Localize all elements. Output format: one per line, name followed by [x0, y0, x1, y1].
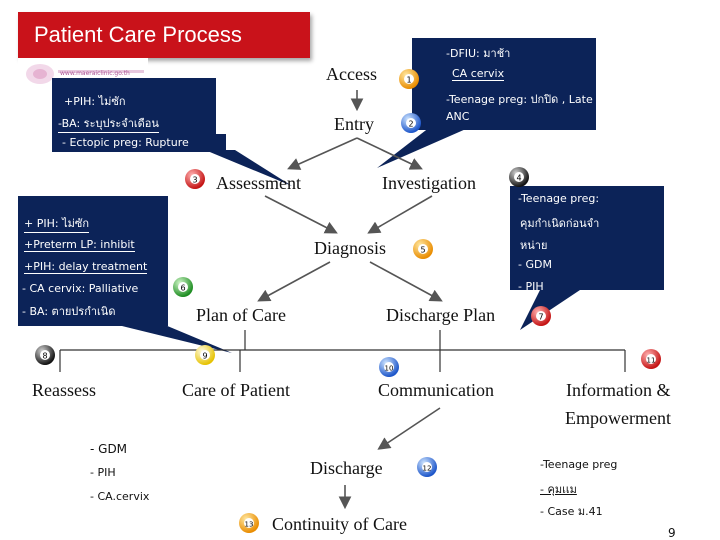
- svg-text:2: 2: [408, 120, 413, 129]
- callout-diagnosis-notes: + PIH: ไม่ซัก +Preterm LP: inhibit +PIH:…: [18, 196, 168, 326]
- info-item: - คุมเเม: [540, 483, 577, 496]
- callout-line: -BA: ระบุประจำเดือน: [58, 114, 159, 133]
- callout-line: -Teenage preg:: [518, 192, 600, 205]
- callout-line: +Preterm LP: inhibit: [24, 238, 135, 252]
- svg-text:4: 4: [516, 174, 521, 183]
- svg-text:5: 5: [420, 246, 425, 255]
- callout-entry-notes-ext: - Ectopic preg: Rupture: [52, 134, 226, 152]
- callout-line: - Ectopic preg: Rupture: [62, 136, 189, 149]
- callout-line: ANC: [446, 110, 470, 123]
- number-ball-4: 4: [509, 167, 529, 187]
- callout-line: + PIH: ไม่ซัก: [24, 214, 89, 233]
- callout-line: - CA cervix: Palliative: [22, 282, 139, 295]
- node-continuity-of-care: Continuity of Care: [272, 514, 407, 534]
- info-item: -Teenage preg: [540, 458, 618, 471]
- node-plan-of-care: Plan of Care: [196, 305, 286, 325]
- node-information-empowerment-line2: Empowerment: [565, 408, 671, 428]
- info-item: - Case ม.41: [540, 505, 603, 518]
- node-diagnosis: Diagnosis: [314, 238, 386, 258]
- node-information-empowerment-line1: Information &: [566, 380, 671, 400]
- svg-text:11: 11: [647, 357, 656, 365]
- callout-line: +PIH: ไม่ซัก: [64, 95, 126, 108]
- svg-text:3: 3: [192, 176, 197, 185]
- callout-line: CA cervix: [452, 67, 505, 81]
- svg-text:8: 8: [42, 352, 47, 361]
- callout-tail-top-left: [205, 150, 292, 186]
- number-ball-6: 6: [173, 277, 193, 297]
- number-ball-5: 5: [413, 239, 433, 259]
- number-ball-2: 2: [401, 113, 421, 133]
- callout-line: -Teenage preg: ปกปิด , Late: [446, 93, 593, 106]
- page-title: Patient Care Process: [18, 12, 310, 58]
- reassess-item: - PIH: [90, 466, 116, 479]
- callout-line: - GDM: [518, 258, 552, 271]
- number-ball-1: 1: [399, 69, 419, 89]
- svg-text:6: 6: [180, 284, 185, 293]
- callout-line: +PIH: delay treatment: [24, 260, 148, 274]
- reassess-item: - GDM: [90, 442, 128, 456]
- callout-investigation-notes: -Teenage preg: คุมกำเนิดก่อนจำ หน่าย - G…: [510, 186, 664, 293]
- callout-line: -DFIU: มาช้า: [446, 47, 511, 60]
- number-ball-7: 7: [531, 306, 551, 326]
- svg-text:12: 12: [423, 465, 432, 473]
- number-ball-3: 3: [185, 169, 205, 189]
- number-ball-12: 12: [417, 457, 437, 477]
- number-ball-9: 9: [195, 345, 215, 365]
- svg-text:1: 1: [406, 76, 411, 85]
- node-reassess: Reassess: [32, 380, 96, 400]
- callout-line: - BA: ตายปรกำเนิด: [22, 305, 116, 318]
- number-ball-10: 10: [379, 357, 399, 377]
- logo-caption: www.maeraiclinic.go.th: [60, 70, 130, 77]
- node-investigation: Investigation: [382, 173, 476, 193]
- node-assessment: Assessment: [216, 173, 301, 193]
- callout-access-notes: -DFIU: มาช้า CA cervix -Teenage preg: ปก…: [412, 38, 596, 130]
- reassess-item: - CA.cervix: [90, 490, 150, 503]
- svg-text:7: 7: [538, 313, 543, 322]
- node-care-of-patient: Care of Patient: [182, 380, 290, 400]
- callout-line: - PIH: [518, 280, 544, 293]
- number-ball-8: 8: [35, 345, 55, 365]
- number-ball-11: 11: [641, 349, 661, 369]
- number-ball-13: 13: [239, 513, 259, 533]
- callout-line: คุมกำเนิดก่อนจำ: [520, 217, 600, 230]
- svg-text:13: 13: [245, 521, 254, 529]
- svg-text:10: 10: [385, 365, 394, 373]
- node-communication: Communication: [378, 380, 494, 400]
- node-discharge-plan: Discharge Plan: [386, 305, 496, 325]
- callout-line: หน่าย: [520, 239, 548, 252]
- node-discharge: Discharge: [310, 458, 383, 478]
- node-access: Access: [326, 64, 377, 84]
- page-number: 9: [668, 526, 676, 540]
- svg-text:9: 9: [202, 352, 207, 361]
- node-entry: Entry: [334, 114, 374, 134]
